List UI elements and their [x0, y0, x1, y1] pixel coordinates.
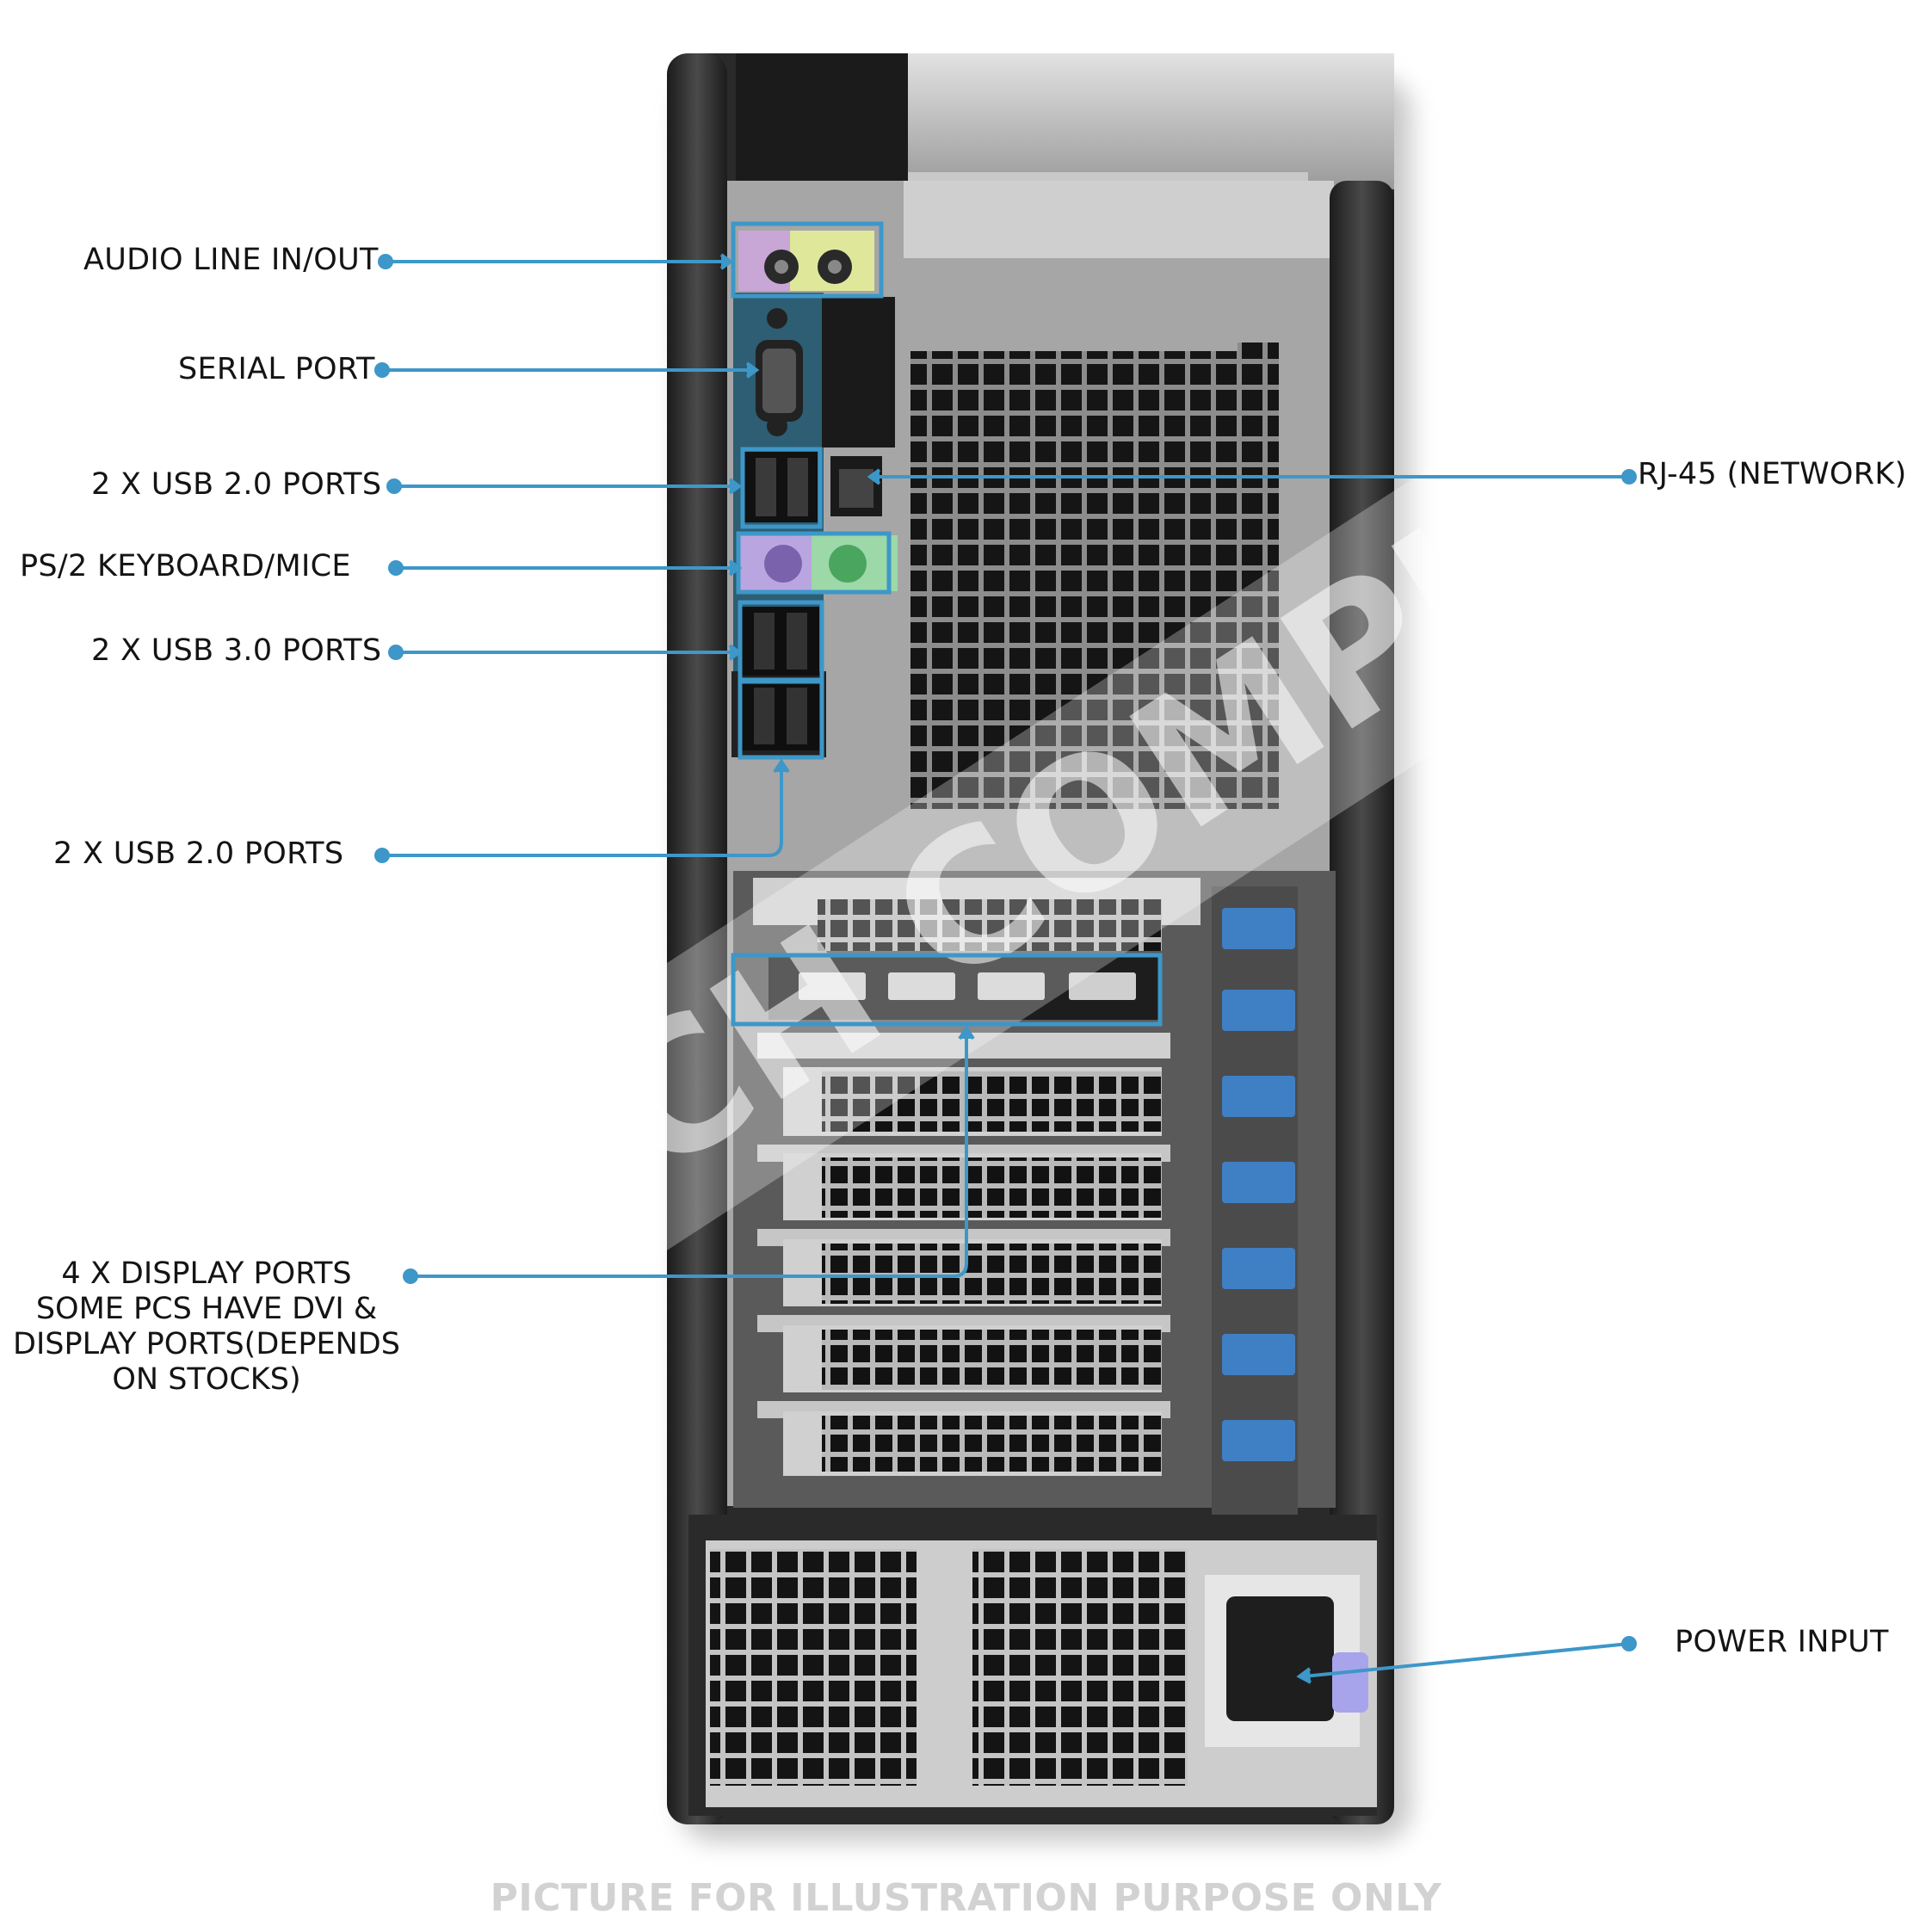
callout-dots	[374, 254, 1637, 1651]
power-input-label: POWER INPUT	[1675, 1625, 1889, 1659]
ps2-highlight	[736, 531, 892, 595]
display-ports-label: 4 X DISPLAY PORTS SOME PCS HAVE DVI & DI…	[9, 1256, 404, 1398]
usb2-top-label: 2 X USB 2.0 PORTS	[91, 467, 382, 502]
callout-boxes	[731, 221, 1163, 1027]
usb2-bottom-label: 2 X USB 2.0 PORTS	[53, 836, 344, 871]
ps2-ports	[738, 535, 898, 591]
display-ports-line-2: SOME PCS HAVE DVI &	[35, 1292, 378, 1326]
footer-disclaimer: PICTURE FOR ILLUSTRATION PURPOSE ONLY	[490, 1876, 1442, 1920]
usb3-label: 2 X USB 3.0 PORTS	[91, 633, 382, 668]
audio-label: AUDIO LINE IN/OUT	[83, 243, 379, 277]
usb-lower-ports	[742, 607, 819, 750]
audio-highlight	[731, 221, 884, 299]
ps2-label: PS/2 KEYBOARD/MICE	[20, 549, 351, 583]
serial-port-label: SERIAL PORT	[178, 352, 375, 386]
display-ports-highlight	[731, 953, 1163, 1027]
rj45-jack	[830, 456, 882, 516]
display-ports-line-1: 4 X DISPLAY PORTS	[61, 1256, 352, 1291]
usb2-top-highlight	[740, 447, 823, 529]
usb2-top-ports	[744, 452, 818, 522]
display-ports-line-4: ON STOCKS)	[112, 1362, 301, 1397]
rj45-label: RJ-45 (NETWORK)	[1638, 457, 1907, 491]
callout-lines	[382, 253, 1630, 1684]
main-vent	[910, 343, 1279, 809]
main-vent-top-strip	[910, 343, 1238, 351]
serial-port	[756, 308, 803, 436]
display-ports-line-3: DISPLAY PORTS(DEPENDS	[13, 1327, 400, 1361]
audio-jacks	[738, 231, 874, 291]
usb2-bottom-highlight	[738, 679, 824, 760]
power-supply	[688, 1515, 1377, 1816]
